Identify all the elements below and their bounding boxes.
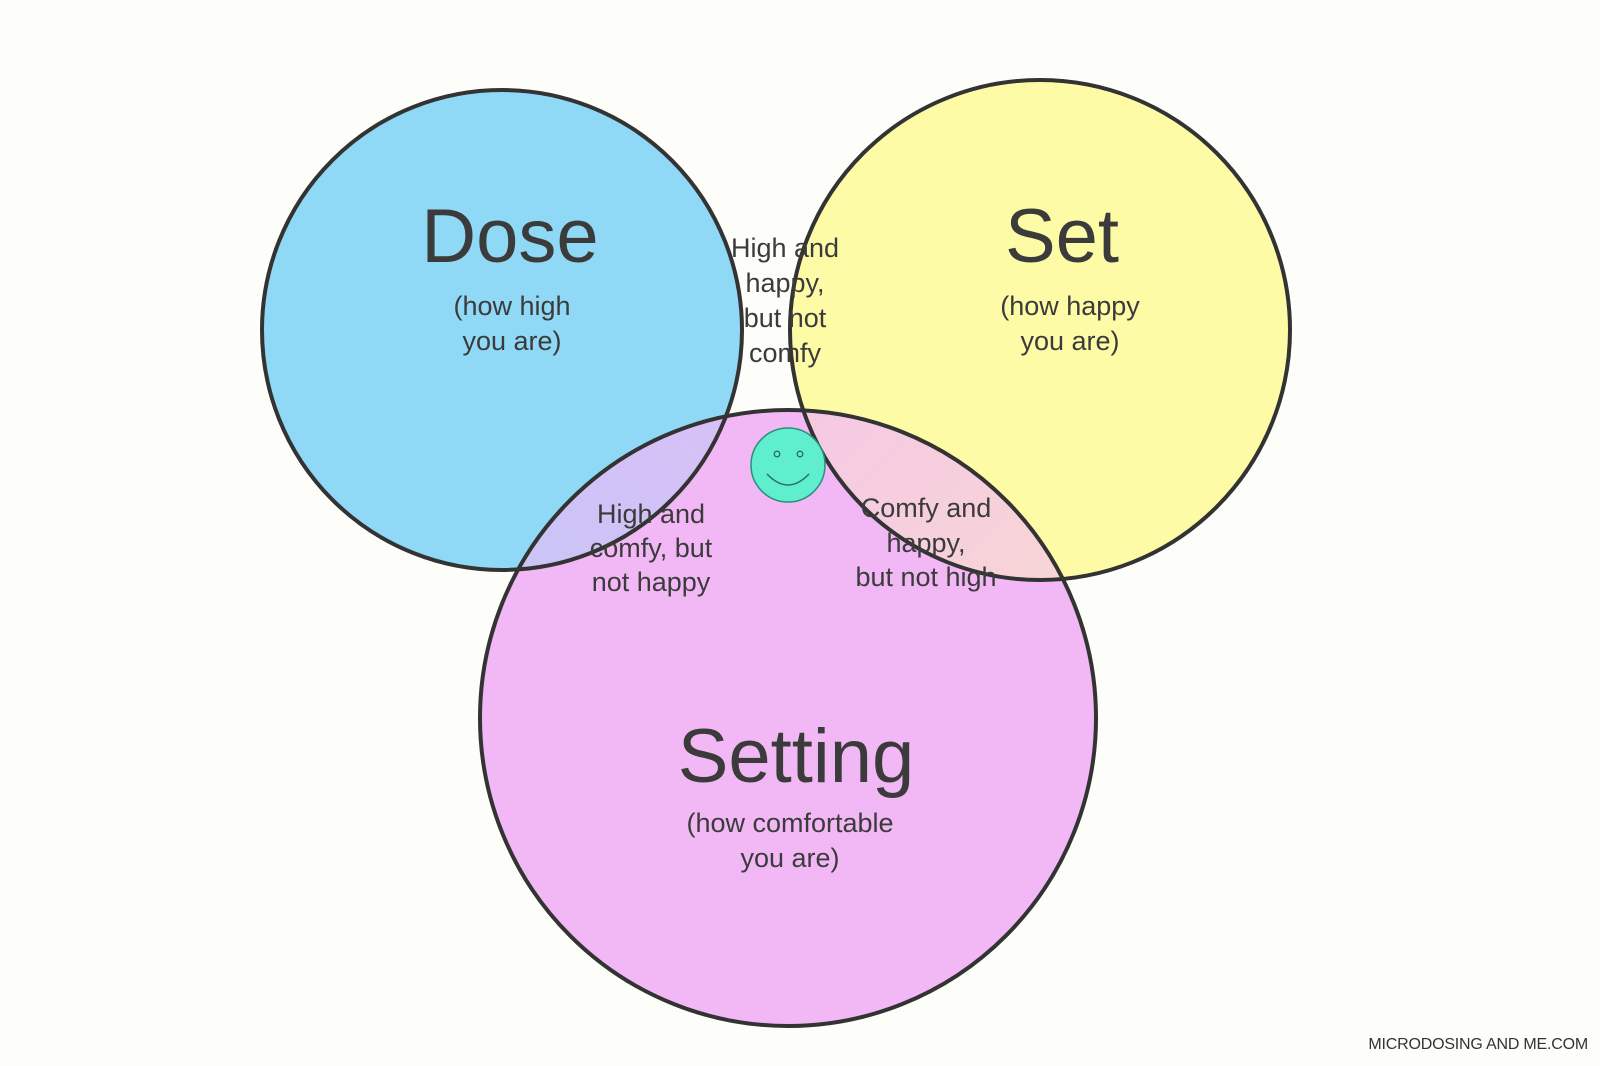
setting-subtitle-line2: you are) — [740, 843, 839, 873]
dose-set-line1: High and — [731, 233, 839, 263]
setting-circle — [480, 410, 1096, 1026]
set-subtitle-line1: (how happy — [1000, 291, 1140, 321]
circle-outlines — [260, 78, 1292, 1028]
set-setting-line3: but not high — [855, 562, 996, 592]
dose-subtitle-line2: you are) — [462, 326, 561, 356]
set-setting-line1: Comfy and — [861, 493, 992, 523]
set-title: Set — [1005, 194, 1119, 279]
dose-setting-line2: comfy, but — [590, 533, 713, 563]
setting-title: Setting — [678, 714, 915, 799]
dose-title: Dose — [421, 194, 598, 279]
dose-set-line2: happy, — [745, 268, 824, 298]
set-subtitle-line2: you are) — [1020, 326, 1119, 356]
smiley-face-icon — [750, 427, 826, 503]
set-setting-line2: happy, — [886, 528, 965, 558]
site-credit: MICRODOSING AND ME.COM — [1368, 1036, 1588, 1053]
dose-circle — [262, 90, 742, 570]
dose-set-line3: but not — [744, 303, 827, 333]
dose-setting-line1: High and — [597, 499, 705, 529]
set-outline — [788, 78, 1292, 582]
setting-outline — [478, 408, 1098, 1028]
dose-setting-line3: not happy — [592, 567, 711, 597]
dose-set-line4: comfy — [749, 338, 822, 368]
dose-outline — [260, 88, 744, 572]
dose-subtitle-line1: (how high — [453, 291, 570, 321]
setting-subtitle-line1: (how comfortable — [686, 808, 893, 838]
